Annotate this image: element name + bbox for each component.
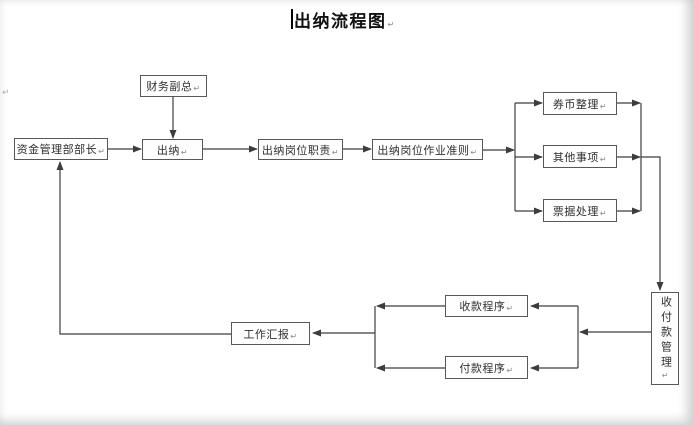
- node-label: 收款程序: [459, 301, 506, 313]
- connector-work-report-to-fund-manager: [56, 161, 231, 335]
- node-receipt-procedure[interactable]: 收款程序 ↵: [445, 295, 528, 317]
- node-guidelines[interactable]: 出纳岗位作业准则 ↵: [372, 139, 483, 160]
- paragraph-mark: ↵: [193, 84, 201, 93]
- page-title[interactable]: 出纳流程图 ↵: [291, 8, 396, 31]
- paragraph-mark: ↵: [290, 331, 298, 341]
- node-label: 收付款管理: [659, 296, 672, 371]
- paragraph-mark: ↵: [506, 304, 514, 313]
- paragraph-mark: ↵: [98, 147, 106, 156]
- node-label: 出纳岗位作业准则: [377, 144, 470, 157]
- node-fund-manager[interactable]: 资金管理部部长 ↵: [14, 138, 108, 160]
- node-label: 其他事项: [552, 151, 599, 164]
- paragraph-mark: ↵: [599, 208, 608, 218]
- node-label: 付款程序: [459, 362, 506, 375]
- node-receive-pay-management[interactable]: 收付款管理 ↵: [651, 292, 679, 385]
- node-label: 出纳岗位职责: [261, 144, 331, 157]
- node-other-matters[interactable]: 其他事项 ↵: [543, 145, 617, 168]
- stray-paragraph-mark: ↵: [2, 88, 10, 98]
- text-cursor-icon: [291, 9, 293, 29]
- node-bill-processing[interactable]: 票据处理 ↵: [543, 199, 617, 222]
- node-payment-procedure[interactable]: 付款程序 ↵: [445, 356, 528, 379]
- node-cashier[interactable]: 出纳 ↵: [142, 139, 203, 160]
- node-label: 出纳: [156, 144, 180, 157]
- paragraph-mark: ↵: [180, 147, 189, 157]
- node-cfo[interactable]: 财务副总 ↵: [140, 75, 207, 97]
- node-label: 票据处理: [552, 205, 599, 218]
- paragraph-mark: ↵: [506, 365, 514, 375]
- node-currency-sorting[interactable]: 券币整理 ↵: [543, 92, 617, 115]
- paragraph-mark: ↵: [599, 154, 608, 164]
- paragraph-mark: ↵: [331, 147, 340, 157]
- node-label: 工作汇报: [243, 328, 290, 341]
- connector-collector-to-receive-pay: [641, 156, 664, 291]
- node-label: 资金管理部部长: [16, 144, 98, 156]
- node-label: 财务副总: [146, 81, 193, 93]
- node-label: 券币整理: [552, 98, 599, 111]
- paragraph-mark: ↵: [661, 371, 670, 380]
- paragraph-mark: ↵: [470, 147, 478, 157]
- paragraph-mark: ↵: [599, 101, 608, 111]
- paragraph-mark: ↵: [387, 20, 396, 29]
- title-text: 出纳流程图: [294, 11, 387, 31]
- node-work-report[interactable]: 工作汇报 ↵: [231, 322, 310, 345]
- node-duties[interactable]: 出纳岗位职责 ↵: [258, 139, 343, 160]
